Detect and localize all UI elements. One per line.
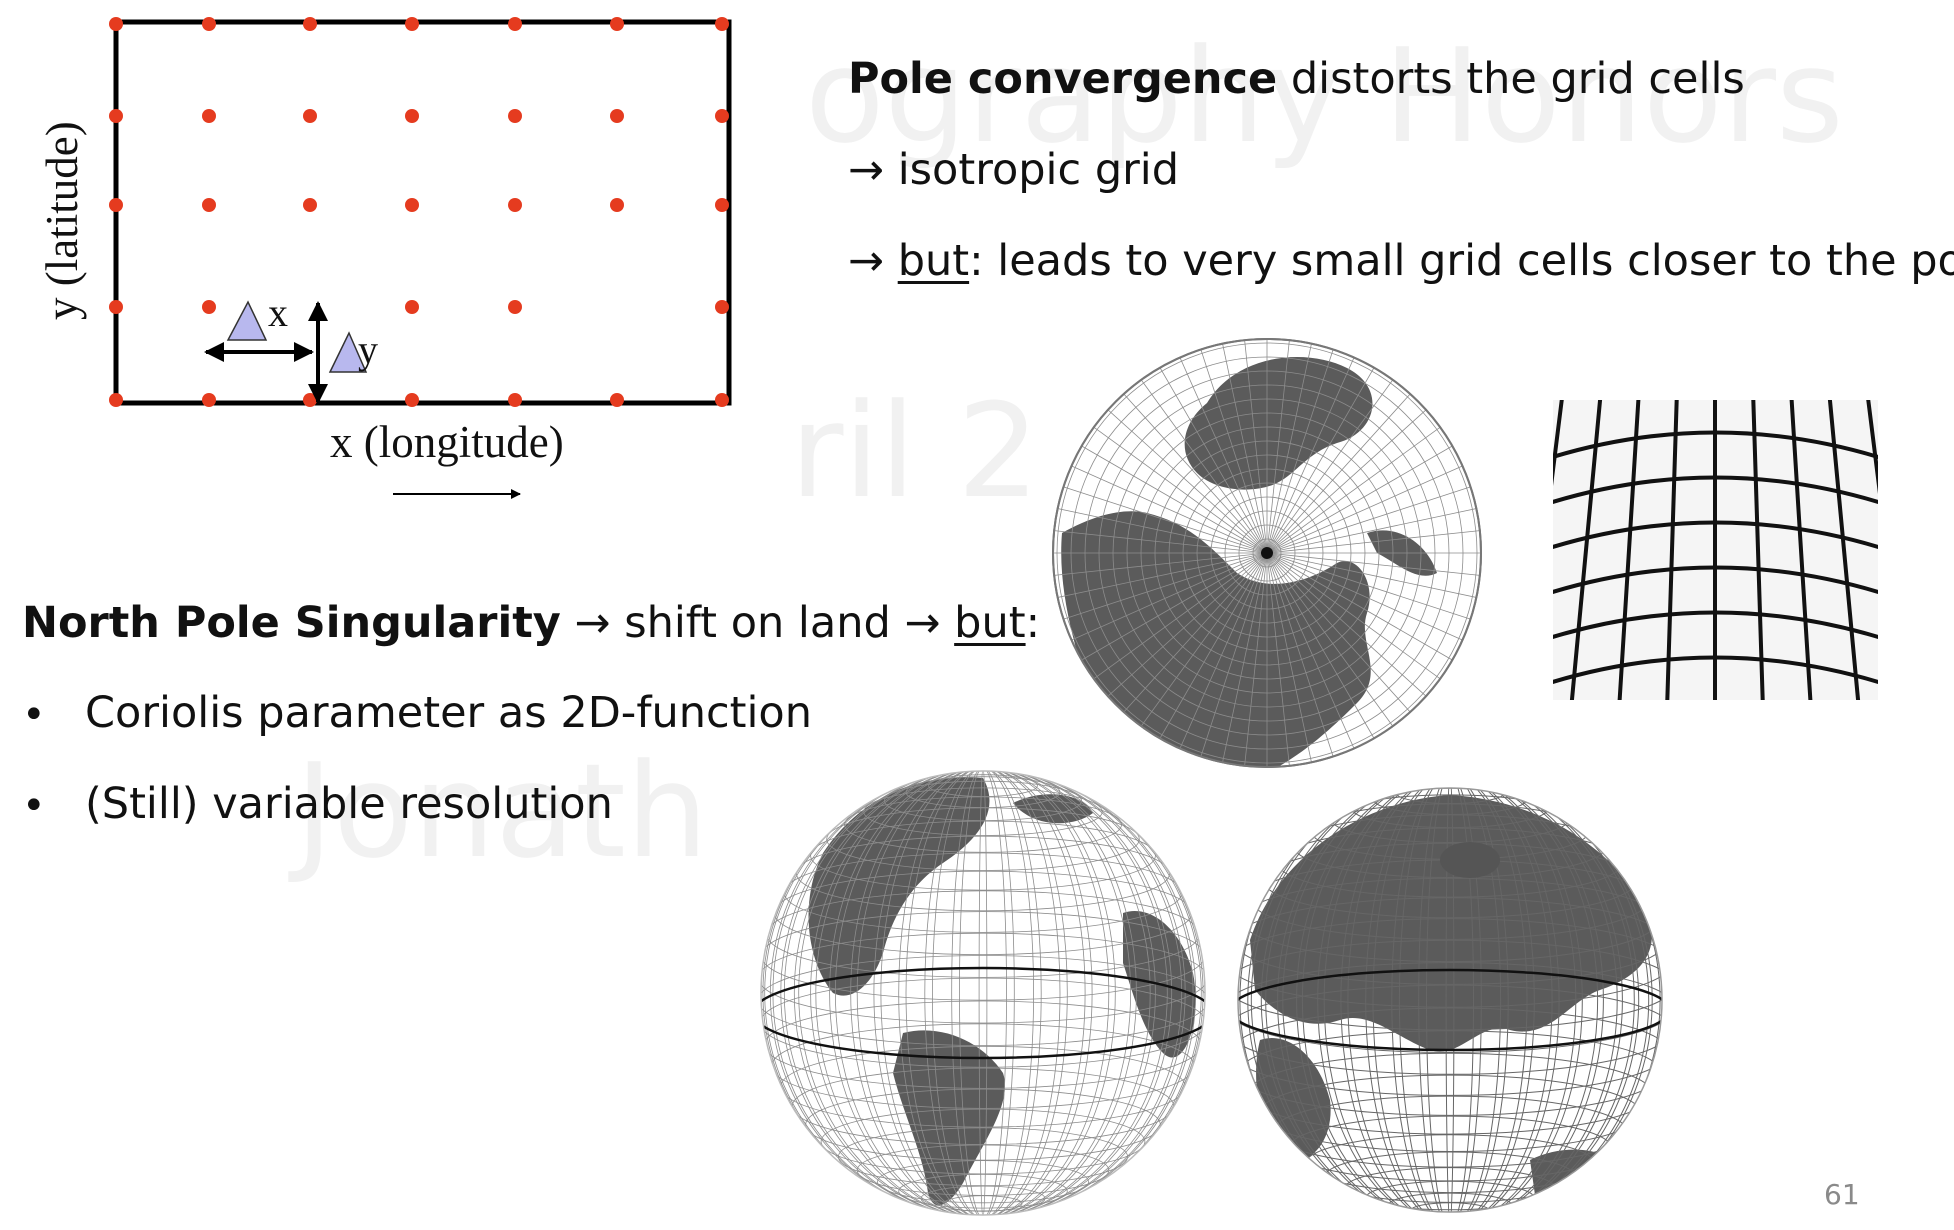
grid-point (202, 109, 216, 123)
asia-globe (1237, 787, 1663, 1213)
bullet-item-resolution: (Still) variable resolution (85, 779, 613, 829)
grid-point (303, 198, 317, 212)
land-mass (1061, 357, 1437, 767)
small-cells-line: → but: leads to very small grid cells cl… (848, 240, 1954, 283)
atlantic-gridlines (761, 771, 1205, 1215)
grid-point (303, 393, 317, 407)
grid-point (202, 17, 216, 31)
grid-point (715, 109, 729, 123)
grid-frame (113, 19, 732, 406)
grid-point (508, 393, 522, 407)
bullet-item-coriolis: Coriolis parameter as 2D-function (85, 688, 812, 738)
delta-x-triangle (226, 300, 268, 341)
shift-on-land-text: shift on land (624, 598, 891, 648)
watermark-line2: ril 2 (790, 375, 1040, 527)
grid-points (109, 17, 729, 407)
bullet-dot: • (22, 783, 46, 829)
polar-globe (1052, 338, 1482, 768)
grid-point (715, 393, 729, 407)
grid-point (202, 198, 216, 212)
grid-diagram (109, 17, 732, 499)
pole-convergence-rest: distorts the grid cells (1277, 54, 1745, 104)
pole-convergence-heading: Pole convergence distorts the grid cells (848, 58, 1745, 101)
grid-point (508, 109, 522, 123)
grid-point (405, 393, 419, 407)
page-number: 61 (1824, 1178, 1860, 1211)
arrow-icon: → (848, 236, 885, 286)
grid-point (405, 109, 419, 123)
delta-y-triangle (328, 331, 368, 373)
grid-point (508, 300, 522, 314)
polar-gridlines (1053, 339, 1481, 767)
isotropic-grid-line: → isotropic grid (848, 149, 1179, 192)
grid-point (508, 198, 522, 212)
y-axis-label: y (latitude) (37, 121, 87, 320)
x-axis-label: x (longitude) (330, 417, 564, 467)
grid-point (109, 393, 123, 407)
grid-point (610, 393, 624, 407)
grid-point (405, 17, 419, 31)
bullet-dot: • (22, 692, 46, 738)
grid-point (405, 198, 419, 212)
north-pole-heading: North Pole Singularity → shift on land →… (22, 602, 1040, 645)
but-underlined: but (954, 598, 1026, 648)
but-underlined: but (897, 236, 970, 286)
grid-point (405, 300, 419, 314)
grid-point (610, 109, 624, 123)
atlantic-globe (760, 770, 1206, 1216)
grid-point (508, 17, 522, 31)
grid-point (202, 300, 216, 314)
land-mass (1250, 795, 1652, 1207)
grid-point (202, 393, 216, 407)
grid-point (715, 198, 729, 212)
grid-point (715, 300, 729, 314)
arrow-icon: → (904, 598, 941, 648)
land-mass (808, 777, 1196, 1206)
pole-convergence-bold: Pole convergence (848, 54, 1278, 104)
grid-point (303, 17, 317, 31)
small-cells-text: : leads to very small grid cells closer … (969, 236, 1954, 286)
grid-point (610, 17, 624, 31)
arrow-icon: → (574, 598, 611, 648)
grid-point (715, 17, 729, 31)
arrow-icon: → (848, 145, 885, 195)
delta-y-label: y (358, 327, 378, 372)
zoomed-grid-detail (1553, 400, 1878, 700)
north-pole-bold: North Pole Singularity (22, 598, 561, 648)
colon-text: : (1025, 598, 1041, 648)
grid-point (109, 300, 123, 314)
grid-point (303, 109, 317, 123)
grid-point (109, 109, 123, 123)
delta-x-label: x (268, 290, 288, 335)
isotropic-grid-text: isotropic grid (897, 145, 1180, 195)
grid-point (610, 198, 624, 212)
grid-point (109, 17, 123, 31)
grid-point (109, 198, 123, 212)
